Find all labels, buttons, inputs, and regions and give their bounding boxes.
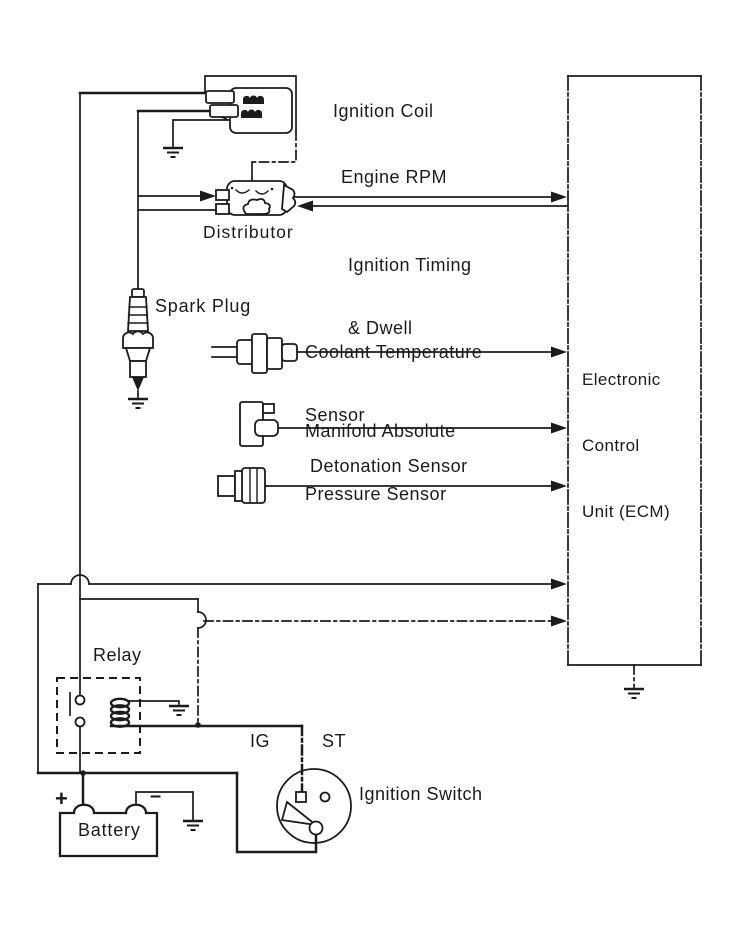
ground-icon: [167, 704, 191, 717]
rotor-icon: [242, 198, 271, 215]
coil-distributor-wires: [136, 109, 569, 290]
switch-ig-terminal: [295, 791, 307, 803]
ecm-line1: Electronic: [582, 370, 661, 389]
switch-st-terminal: [319, 791, 331, 803]
ecm-line3: Unit (ECM): [582, 502, 671, 521]
spark-plug-label: Spark Plug: [155, 296, 252, 316]
relay-label: Relay: [93, 645, 142, 665]
distributor-symbol: [215, 180, 297, 216]
ecm-label: Electronic Control Unit (ECM): [582, 325, 670, 567]
map-sensor-line2: Pressure Sensor: [305, 484, 447, 504]
ig-terminal-label: IG: [250, 731, 271, 751]
coolant-sensor-line1: Coolant Temperature: [305, 342, 483, 362]
ignition-switch-symbol: [276, 768, 352, 844]
coolant-sensor-line2: Sensor: [305, 405, 366, 425]
ignition-coil-label: Ignition Coil: [333, 101, 434, 121]
engine-rpm-label: Engine RPM: [341, 167, 448, 187]
junction-dot: [80, 770, 86, 776]
distributor-label: Distributor: [203, 222, 294, 242]
ground-icon: [161, 146, 185, 159]
coil-winding-icon: [243, 95, 264, 104]
ignition-coil-symbol: [161, 75, 297, 181]
map-sensor-symbol: [239, 401, 279, 447]
map-sensor-label: Manifold Absolute Pressure Sensor: [305, 379, 456, 547]
signal-arrows: [80, 190, 567, 776]
arrow-icon: [551, 191, 567, 203]
ground-icon: [181, 819, 205, 832]
map-sensor-line1: Manifold Absolute: [305, 421, 456, 441]
junction-dot: [195, 722, 201, 728]
battery-label: Battery: [78, 820, 141, 840]
coil-winding-icon: [241, 109, 262, 118]
arrow-icon: [551, 346, 567, 358]
arrow-icon: [551, 480, 567, 492]
ground-icon: [126, 397, 150, 410]
wire-hop-icon: [70, 574, 90, 585]
arrow-icon: [551, 578, 567, 590]
power-supply-wires: [36, 91, 553, 854]
arrow-icon: [551, 422, 567, 434]
ignition-timing-label: Ignition Timing & Dwell: [348, 213, 472, 381]
detonation-sensor-symbol: [217, 467, 266, 504]
arrow-icon: [200, 190, 216, 202]
battery-positive-sign: +: [55, 786, 68, 811]
ecm-box: [567, 75, 702, 700]
coolant-sensor-label: Coolant Temperature Sensor: [305, 300, 482, 468]
ignition-switch-label: Ignition Switch: [359, 784, 483, 804]
ecm-line2: Control: [582, 436, 640, 455]
st-terminal-label: ST: [322, 731, 347, 751]
ground-icon: [622, 687, 646, 700]
detonation-sensor-label: Detonation Sensor: [310, 456, 468, 476]
wire-hop-icon: [197, 611, 207, 629]
battery-symbol: [58, 791, 205, 858]
ignition-timing-line1: Ignition Timing: [348, 255, 472, 275]
switch-rotor-icon: [280, 800, 320, 827]
coolant-temp-sensor-symbol: [236, 333, 298, 374]
sensor-wires: [211, 346, 553, 487]
battery-negative-sign: –: [150, 785, 162, 807]
relay-symbol: [56, 677, 191, 774]
arrow-icon: [297, 200, 313, 212]
ignition-timing-line2: & Dwell: [348, 318, 413, 338]
arrow-icon: [551, 615, 567, 627]
switch-battery-terminal: [308, 820, 324, 836]
spark-plug-symbol: [122, 288, 154, 410]
